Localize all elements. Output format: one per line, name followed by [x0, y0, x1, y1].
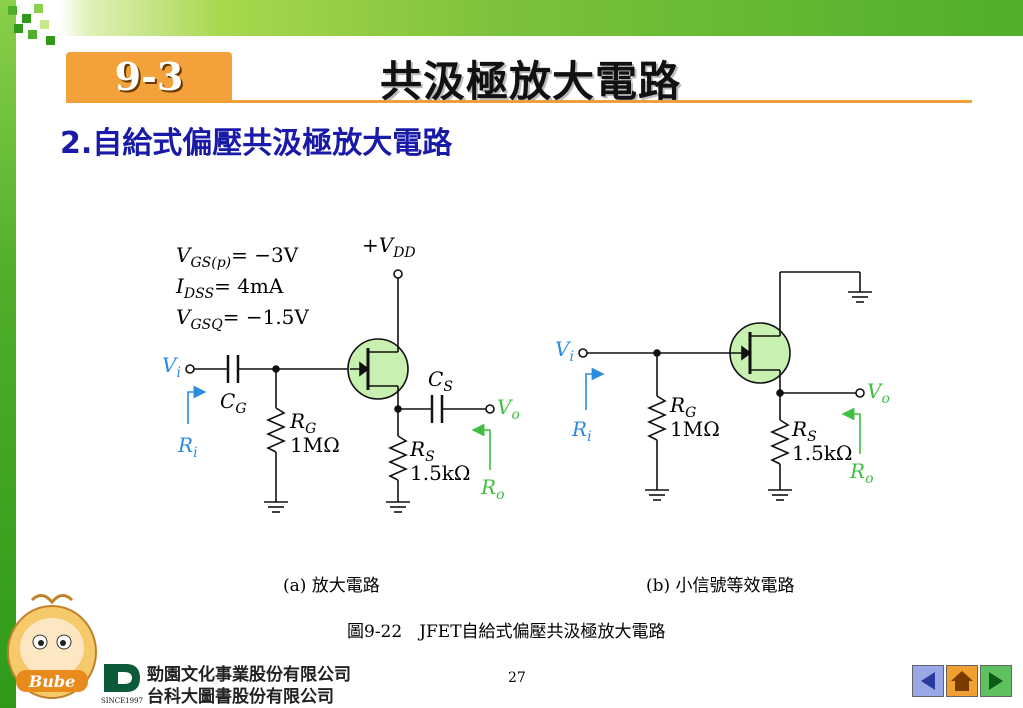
- vgsq-label: VGSQ= −1.5V: [176, 305, 309, 333]
- rs-label-b: RS: [791, 417, 817, 445]
- caption-a: (a) 放大電路: [283, 576, 380, 596]
- rs-label-a: RS: [409, 437, 435, 465]
- ri-label-a: Ri: [177, 433, 198, 461]
- prev-button[interactable]: [912, 665, 944, 697]
- vi-label-a: Vi: [162, 353, 181, 381]
- page-number: 27: [508, 670, 526, 686]
- company-line-2: 台科大圖書股份有限公司: [147, 687, 334, 707]
- rg-label-a: RG: [289, 409, 316, 437]
- company-names: 勁園文化事業股份有限公司 台科大圖書股份有限公司: [147, 664, 351, 708]
- page-title: 共汲極放大電路: [380, 57, 682, 106]
- home-button[interactable]: [946, 665, 978, 697]
- next-button[interactable]: [980, 665, 1012, 697]
- rg-value-b: 1MΩ: [670, 417, 720, 441]
- company-line-1: 勁園文化事業股份有限公司: [147, 665, 351, 685]
- bube-mascot-icon: Bube: [7, 594, 97, 699]
- corner-pixel-decoration: [0, 0, 60, 60]
- svg-text:SINCE1997: SINCE1997: [101, 697, 143, 705]
- title-underline: [66, 100, 972, 103]
- section-number: 9-3: [114, 54, 184, 99]
- vgsp-label: VGS(p)= −3V: [176, 243, 299, 271]
- rg-value-a: 1MΩ: [290, 433, 340, 457]
- circuit-a-amplifier: [185, 269, 495, 513]
- circuit-a-arrows: [187, 385, 491, 470]
- rs-value-b: 1.5kΩ: [792, 441, 853, 465]
- vo-label-b: Vo: [867, 379, 890, 407]
- triangle-left-icon: [921, 672, 935, 690]
- left-banner: [0, 0, 16, 708]
- svg-text:Bube: Bube: [28, 672, 76, 691]
- vi-label-b: Vi: [555, 337, 574, 365]
- figure-caption: 圖9-22 JFET自給式偏壓共汲極放大電路: [347, 622, 666, 642]
- ri-label-b: Ri: [571, 417, 592, 445]
- triangle-right-icon: [989, 672, 1003, 690]
- circuit-b-small-signal: [578, 271, 872, 501]
- ro-label-a: Ro: [480, 475, 505, 503]
- company-logo-icon: SINCE1997: [101, 664, 143, 705]
- vdd-label: +VDD: [362, 233, 416, 261]
- home-icon: [951, 671, 973, 691]
- circuit-b-labels: Vi Vo RG 1MΩ RS 1.5kΩ Ri Ro: [555, 337, 890, 487]
- top-banner: [0, 0, 1023, 36]
- cs-label: CS: [428, 367, 453, 395]
- caption-b: (b) 小信號等效電路: [646, 576, 795, 596]
- circuit-a-labels: +VDD Vi CG CS Vo RG 1MΩ RS 1.5kΩ Ri Ro: [162, 233, 520, 503]
- cg-label: CG: [220, 389, 247, 417]
- ro-label-b: Ro: [849, 459, 874, 487]
- vo-label-a: Vo: [497, 395, 520, 423]
- page-subtitle: 2.自給式偏壓共汲極放大電路: [60, 126, 453, 161]
- rs-value-a: 1.5kΩ: [410, 461, 471, 485]
- rg-label-b: RG: [669, 393, 696, 421]
- circuit-b-arrows: [585, 367, 861, 454]
- jfet-parameters: VGS(p)= −3V IDSS= 4mA VGSQ= −1.5V: [175, 243, 309, 333]
- idss-label: IDSS= 4mA: [175, 274, 284, 302]
- section-badge: [66, 52, 232, 100]
